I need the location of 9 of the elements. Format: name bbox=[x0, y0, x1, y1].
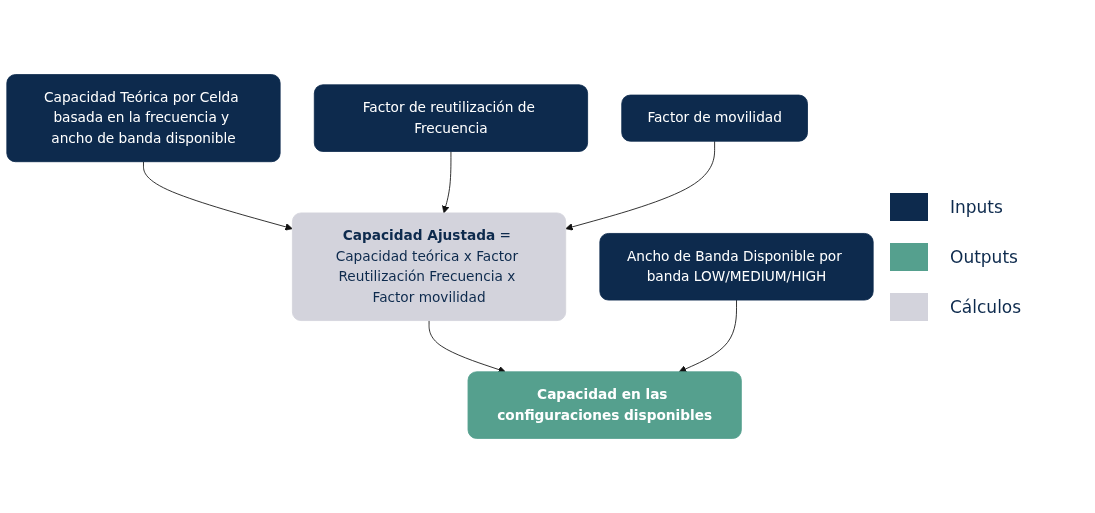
node-box: Capacidad en las configuraciones disponibles bbox=[467, 371, 742, 439]
legend-label: Cálculos bbox=[950, 296, 1022, 317]
legend-label: Outputs bbox=[950, 246, 1018, 267]
node-box: Factor de reutilización de Frecuencia bbox=[313, 84, 589, 152]
node-box: Capacidad Teórica por Celda basada en la frecuencia y ancho de banda disponible bbox=[6, 74, 281, 163]
node-box: Factor de movilidad bbox=[621, 94, 808, 142]
node-box: Ancho de Banda Disponible por banda LOW/MEDIUM/HIGH bbox=[599, 233, 874, 301]
node-box: Capacidad Ajustada = Capacidad teórica x Factor Reutilización Frecuencia x Factor movilidad bbox=[291, 212, 567, 321]
legend-label: Inputs bbox=[950, 196, 1003, 217]
